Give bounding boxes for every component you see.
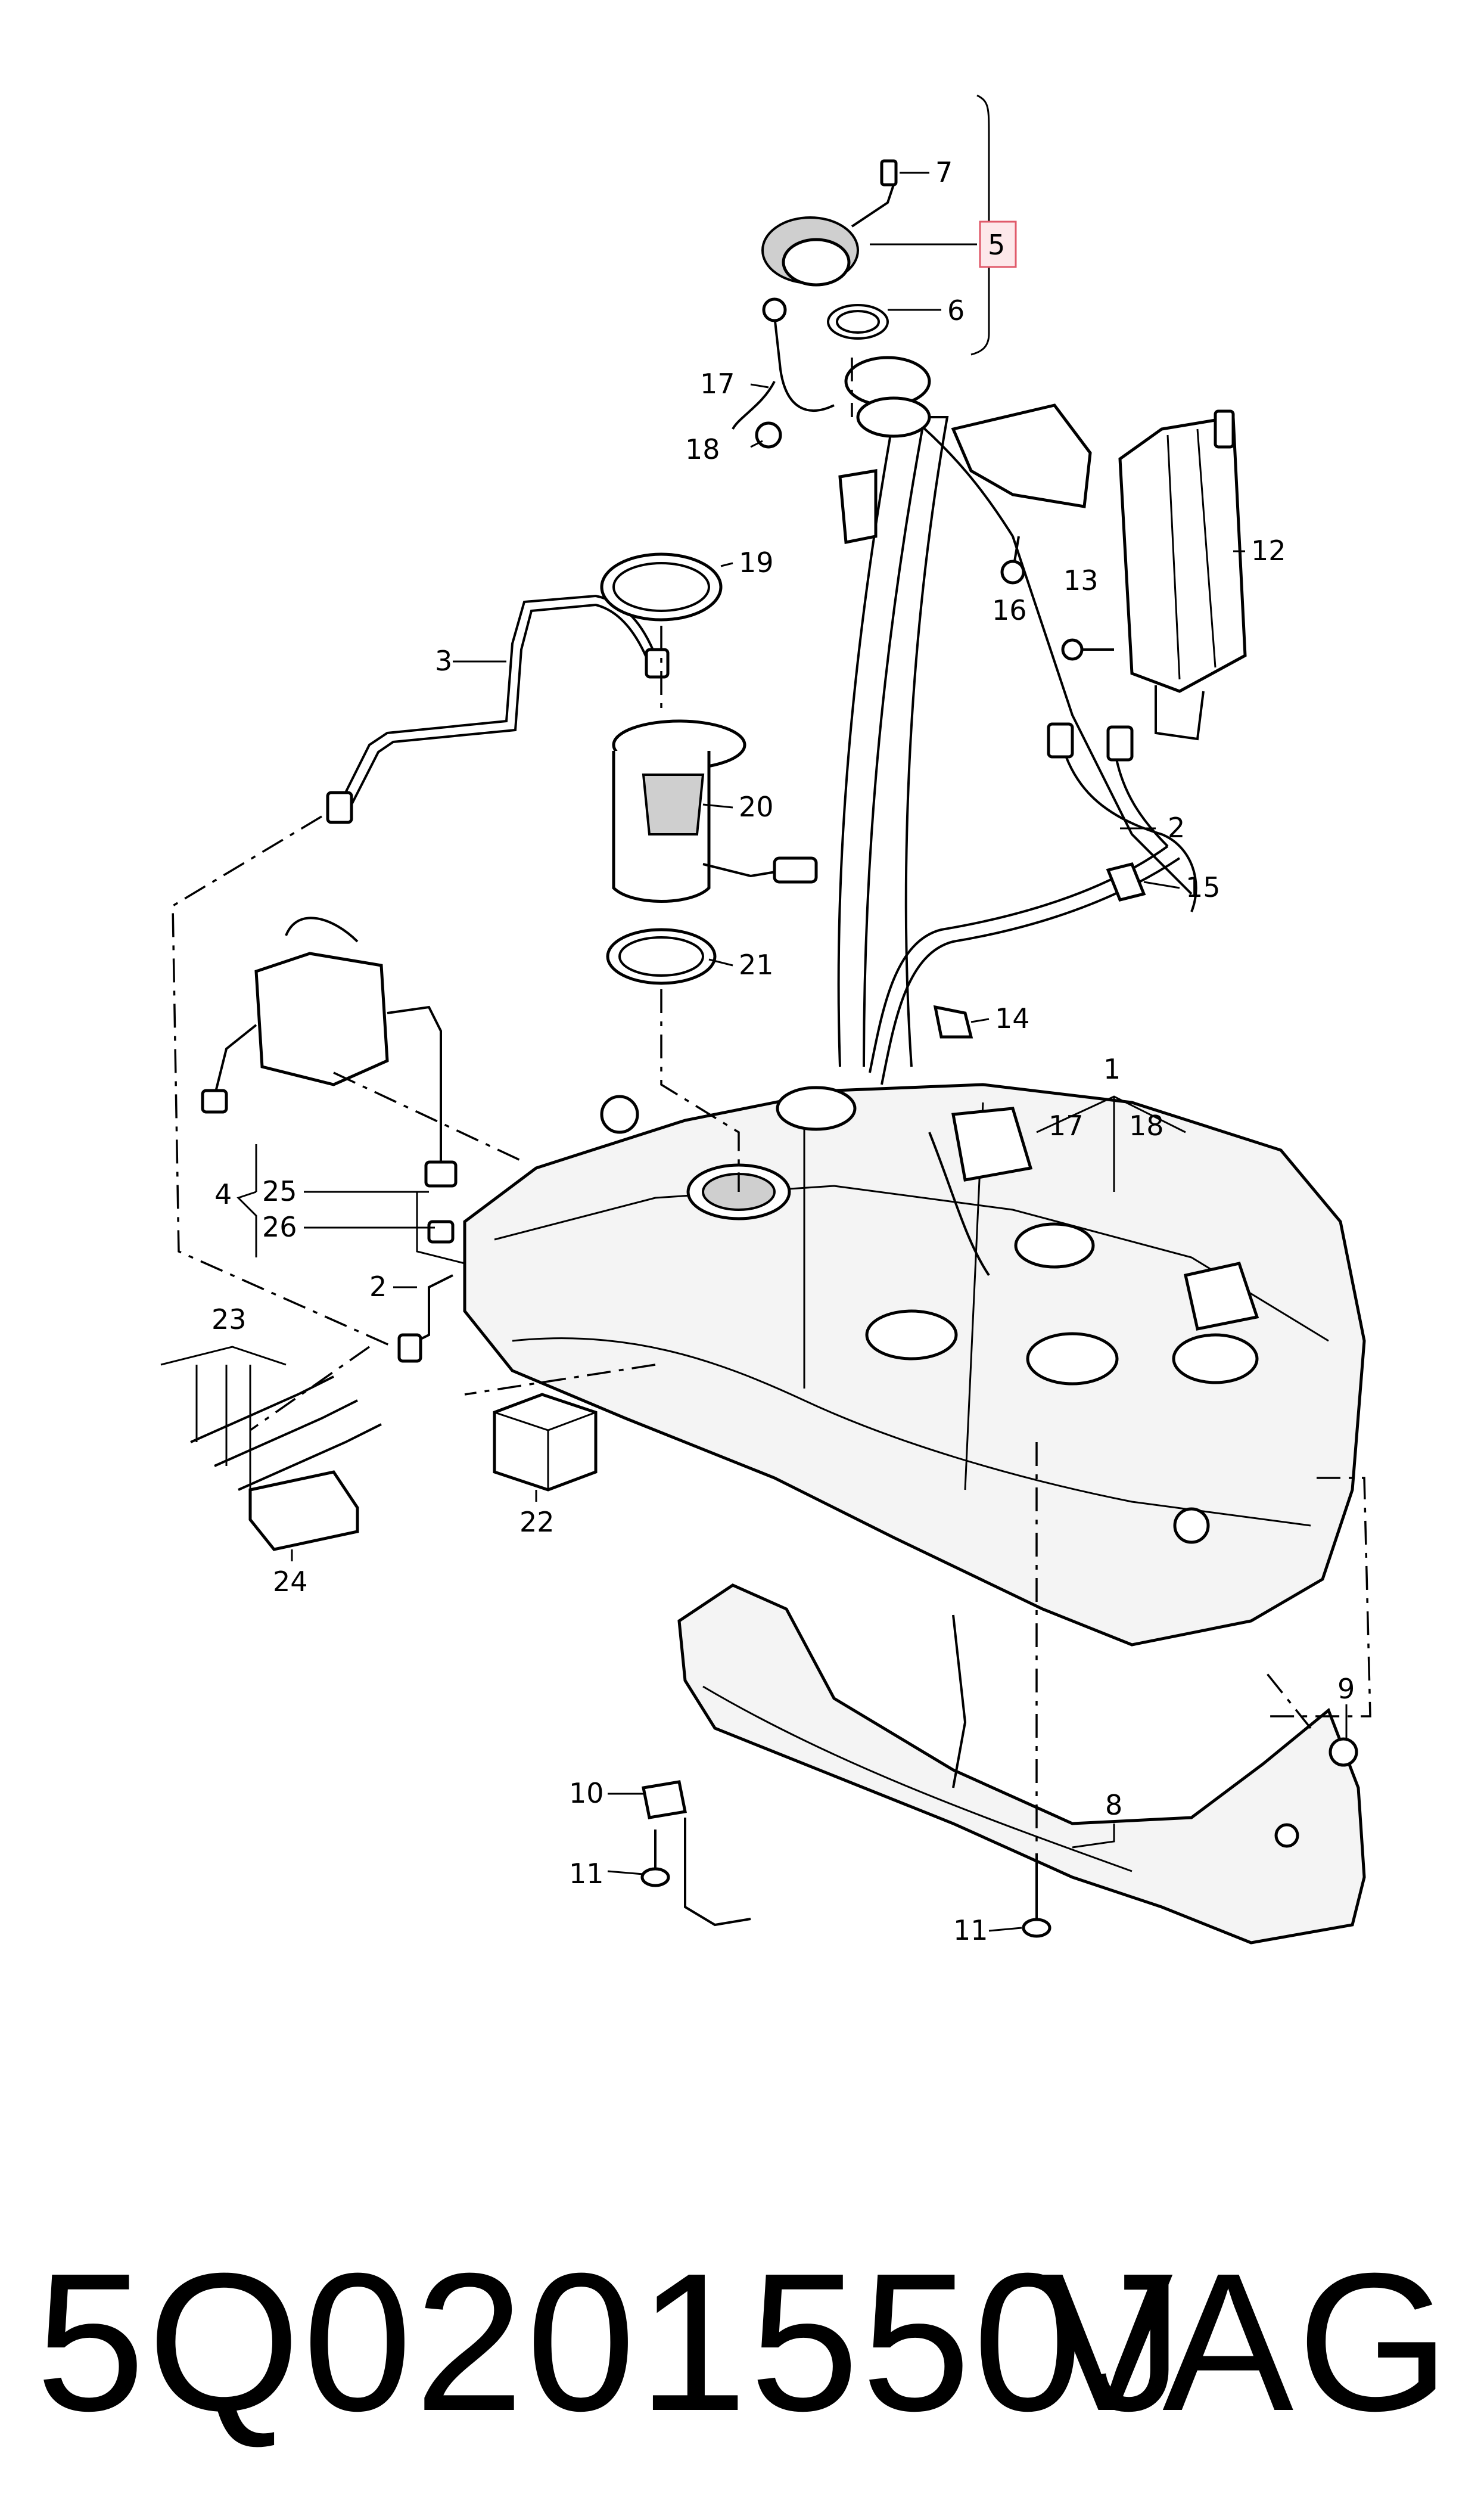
callout-18-wire: 18 bbox=[685, 433, 720, 465]
callout-23: 23 bbox=[211, 1303, 247, 1335]
callout-21: 21 bbox=[739, 949, 774, 981]
callout-1: 1 bbox=[1103, 1053, 1121, 1085]
callout-8: 8 bbox=[1105, 1789, 1122, 1821]
heat-shield bbox=[677, 1583, 1366, 1945]
callout-6: 6 bbox=[947, 294, 965, 327]
callout-19: 19 bbox=[739, 546, 774, 579]
fuel-tank bbox=[416, 1083, 1366, 1647]
callout-10: 10 bbox=[569, 1777, 604, 1809]
callout-2-lower: 2 bbox=[369, 1271, 387, 1303]
fuel-lines bbox=[326, 594, 1197, 1363]
callout-14: 14 bbox=[995, 1002, 1030, 1035]
callout-20: 20 bbox=[739, 791, 774, 823]
callout-11-left: 11 bbox=[569, 1858, 604, 1890]
callout-9: 9 bbox=[1337, 1673, 1355, 1705]
earth-wire bbox=[732, 297, 835, 449]
callout-7: 7 bbox=[935, 156, 953, 188]
callout-12: 12 bbox=[1251, 535, 1286, 567]
callout-5-highlight bbox=[979, 220, 1017, 268]
callout-13: 13 bbox=[1063, 564, 1099, 597]
pipe-bundle bbox=[190, 1375, 382, 1551]
callout-11-right: 11 bbox=[953, 1914, 988, 1946]
callout-17-wire: 17 bbox=[700, 368, 735, 400]
callout-2-upper: 2 bbox=[1168, 812, 1185, 844]
part-number: 5Q0201550J bbox=[36, 2232, 1186, 2452]
callout-3: 3 bbox=[435, 645, 452, 677]
fuel-pump bbox=[600, 552, 818, 985]
callout-5: 5 bbox=[988, 229, 1005, 261]
callout-26: 26 bbox=[262, 1211, 297, 1243]
pump-control-unit bbox=[201, 917, 458, 1244]
footer: 5Q0201550J VAG bbox=[36, 2235, 1454, 2449]
carbon-canister bbox=[1118, 409, 1247, 741]
callout-22: 22 bbox=[519, 1506, 555, 1538]
callout-17-tank: 17 bbox=[1049, 1110, 1084, 1142]
assembly-lines bbox=[172, 358, 1371, 1841]
callout-15: 15 bbox=[1186, 871, 1221, 903]
callout-16: 16 bbox=[992, 594, 1027, 626]
control-module bbox=[493, 1393, 598, 1492]
callout-25: 25 bbox=[262, 1175, 297, 1207]
leader-lines bbox=[160, 94, 1348, 1932]
callout-4: 4 bbox=[214, 1178, 232, 1210]
callout-18-tank: 18 bbox=[1129, 1110, 1164, 1142]
callout-24: 24 bbox=[273, 1566, 308, 1598]
fasteners bbox=[640, 536, 1358, 1938]
fuel-tank-exploded-diagram: 7 5 6 17 18 12 19 13 16 3 20 2 15 21 14 … bbox=[160, 94, 1371, 1946]
brand-label: VAG bbox=[1042, 2232, 1454, 2452]
callout-labels: 7 5 6 17 18 12 19 13 16 3 20 2 15 21 14 … bbox=[211, 156, 1355, 1946]
filler-neck bbox=[837, 356, 1193, 1067]
filler-cap-assembly bbox=[761, 159, 898, 340]
